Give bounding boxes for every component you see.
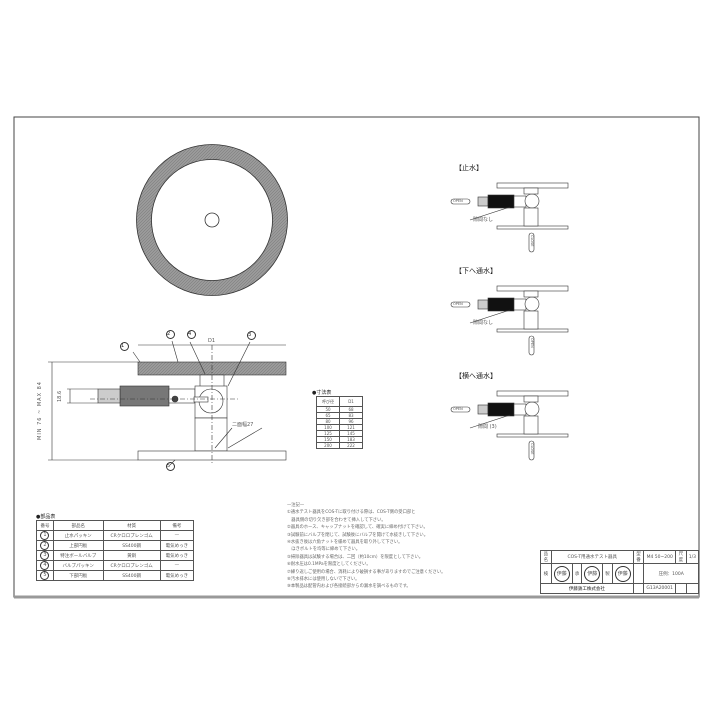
- note-line: ⑦繰り返しご使用の場合、消耗により破損する事がありますのでご注意ください。: [287, 569, 446, 575]
- valve-view-1: [450, 285, 569, 356]
- note-line: 器具側の切り欠き部を合わせて挿入して下さい。: [287, 517, 386, 523]
- gap-label: 隙間 (3): [478, 424, 497, 430]
- view-title-stop: 【止水】: [455, 164, 483, 172]
- no-gap-label: 隙間なし: [473, 217, 494, 223]
- note-line: ほきボルトを均等に締めて下さい。: [287, 547, 361, 553]
- valve-view-2: [450, 390, 569, 461]
- callout-5: 5: [166, 462, 175, 471]
- lever-label: CLOSE: [530, 443, 534, 455]
- lever-label: OPEN: [530, 338, 534, 348]
- callout-3: 3: [247, 331, 256, 340]
- view-title-down: 【下へ通水】: [455, 267, 497, 275]
- callout-4: 4: [187, 330, 196, 339]
- approval-stamp: 伊藤: [553, 565, 570, 582]
- note-line: ③試験前にバルブを閉じて、試験後にバルブを開けて水抜きして下さい。: [287, 532, 429, 538]
- note-line: ⑧汚水排水には使用しないで下さい。: [287, 577, 360, 583]
- notes: —注記—①通水テスト器具をCOS-Tに取り付ける際は、COS-T側の受口部と 器…: [287, 503, 446, 590]
- operation-views: [450, 182, 569, 461]
- lever-label: OPEN: [453, 407, 463, 411]
- approval-stamp: 伊藤: [614, 565, 631, 582]
- drawing-number: G13A20001: [643, 583, 677, 594]
- note-line: ⑤掃除器具は試験する場合は、二回（約10cm）を限度として下さい。: [287, 554, 424, 560]
- approval-stamp: 伊藤: [584, 565, 601, 582]
- lever-label: OPEN: [453, 302, 463, 306]
- dimension-table-title: ●寸法表: [312, 390, 332, 396]
- note-line: ⑥耐水圧は0.1MPaを限度としてください。: [287, 562, 371, 568]
- lever-label: CLOSE: [530, 235, 534, 247]
- height-dimension: MIN 76 ~ MAX 84: [37, 381, 43, 440]
- callout-2: 2: [166, 330, 175, 339]
- note-line: ⑨本製品は配管内および各接続部からの漏水を調べるものです。: [287, 584, 411, 590]
- top-view: [136, 144, 288, 296]
- hex-dimension: 二面幅27: [232, 422, 254, 428]
- hose-dimension: 18.6: [57, 390, 63, 402]
- parts-list-title: ●部品表: [36, 514, 56, 520]
- note-line: ④水抜き後は六角ナットを緩めて器具を取り外して下さい。: [287, 540, 403, 546]
- lever-label: OPEN: [453, 199, 463, 203]
- no-gap-label: 隙間なし: [473, 320, 494, 326]
- d1-dimension: D1: [208, 338, 216, 344]
- valve-view-0: [450, 182, 569, 253]
- callout-1: 1: [120, 342, 129, 351]
- note-line: ②器具のホース、キャップナットを確認して、確実に締め付けて下さい。: [287, 525, 428, 531]
- company-name: 伊藤鉄工株式会社: [540, 583, 634, 594]
- note-line: ①通水テスト器具をCOS-Tに取り付ける際は、COS-T側の受口部と: [287, 510, 416, 516]
- view-title-side: 【横へ通水】: [455, 372, 497, 380]
- section-view: [48, 340, 287, 466]
